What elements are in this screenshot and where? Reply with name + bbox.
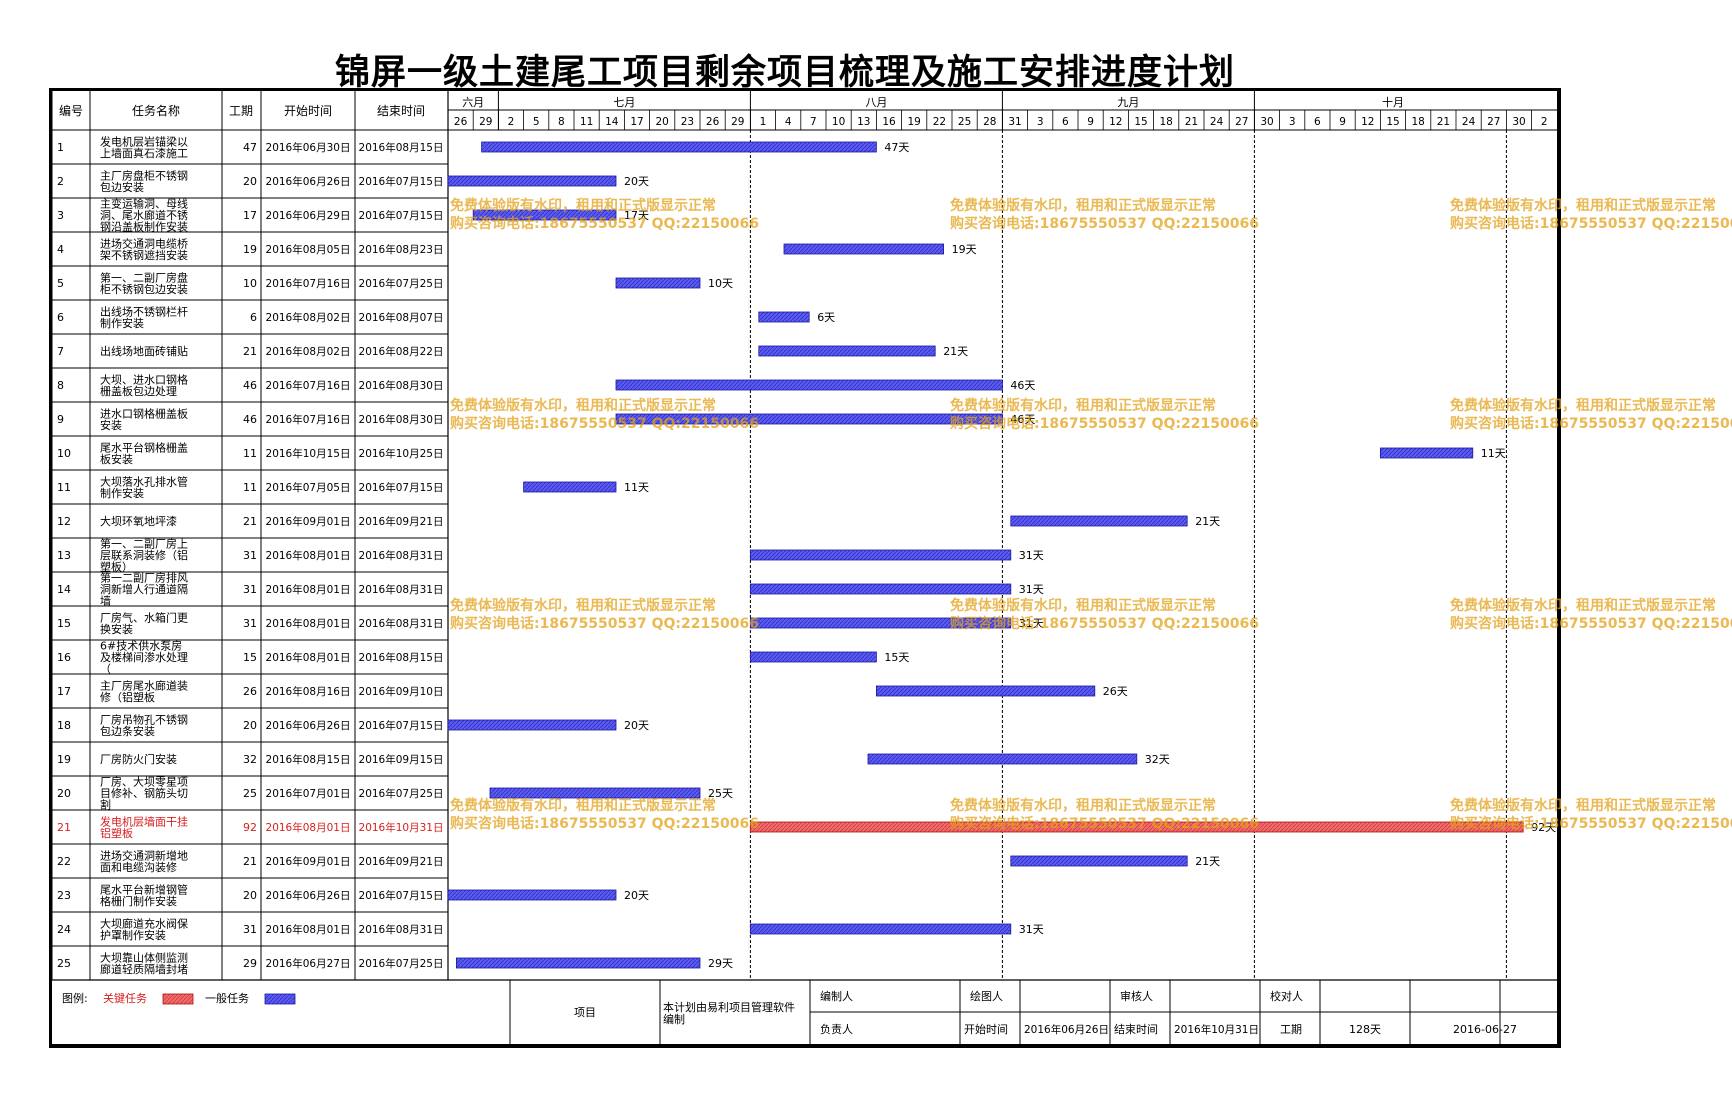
page-title: 锦屏一级土建尾工项目剩余项目梳理及施工安排进度计划 [334, 52, 1235, 93]
gantt-frame [49, 88, 1561, 1048]
